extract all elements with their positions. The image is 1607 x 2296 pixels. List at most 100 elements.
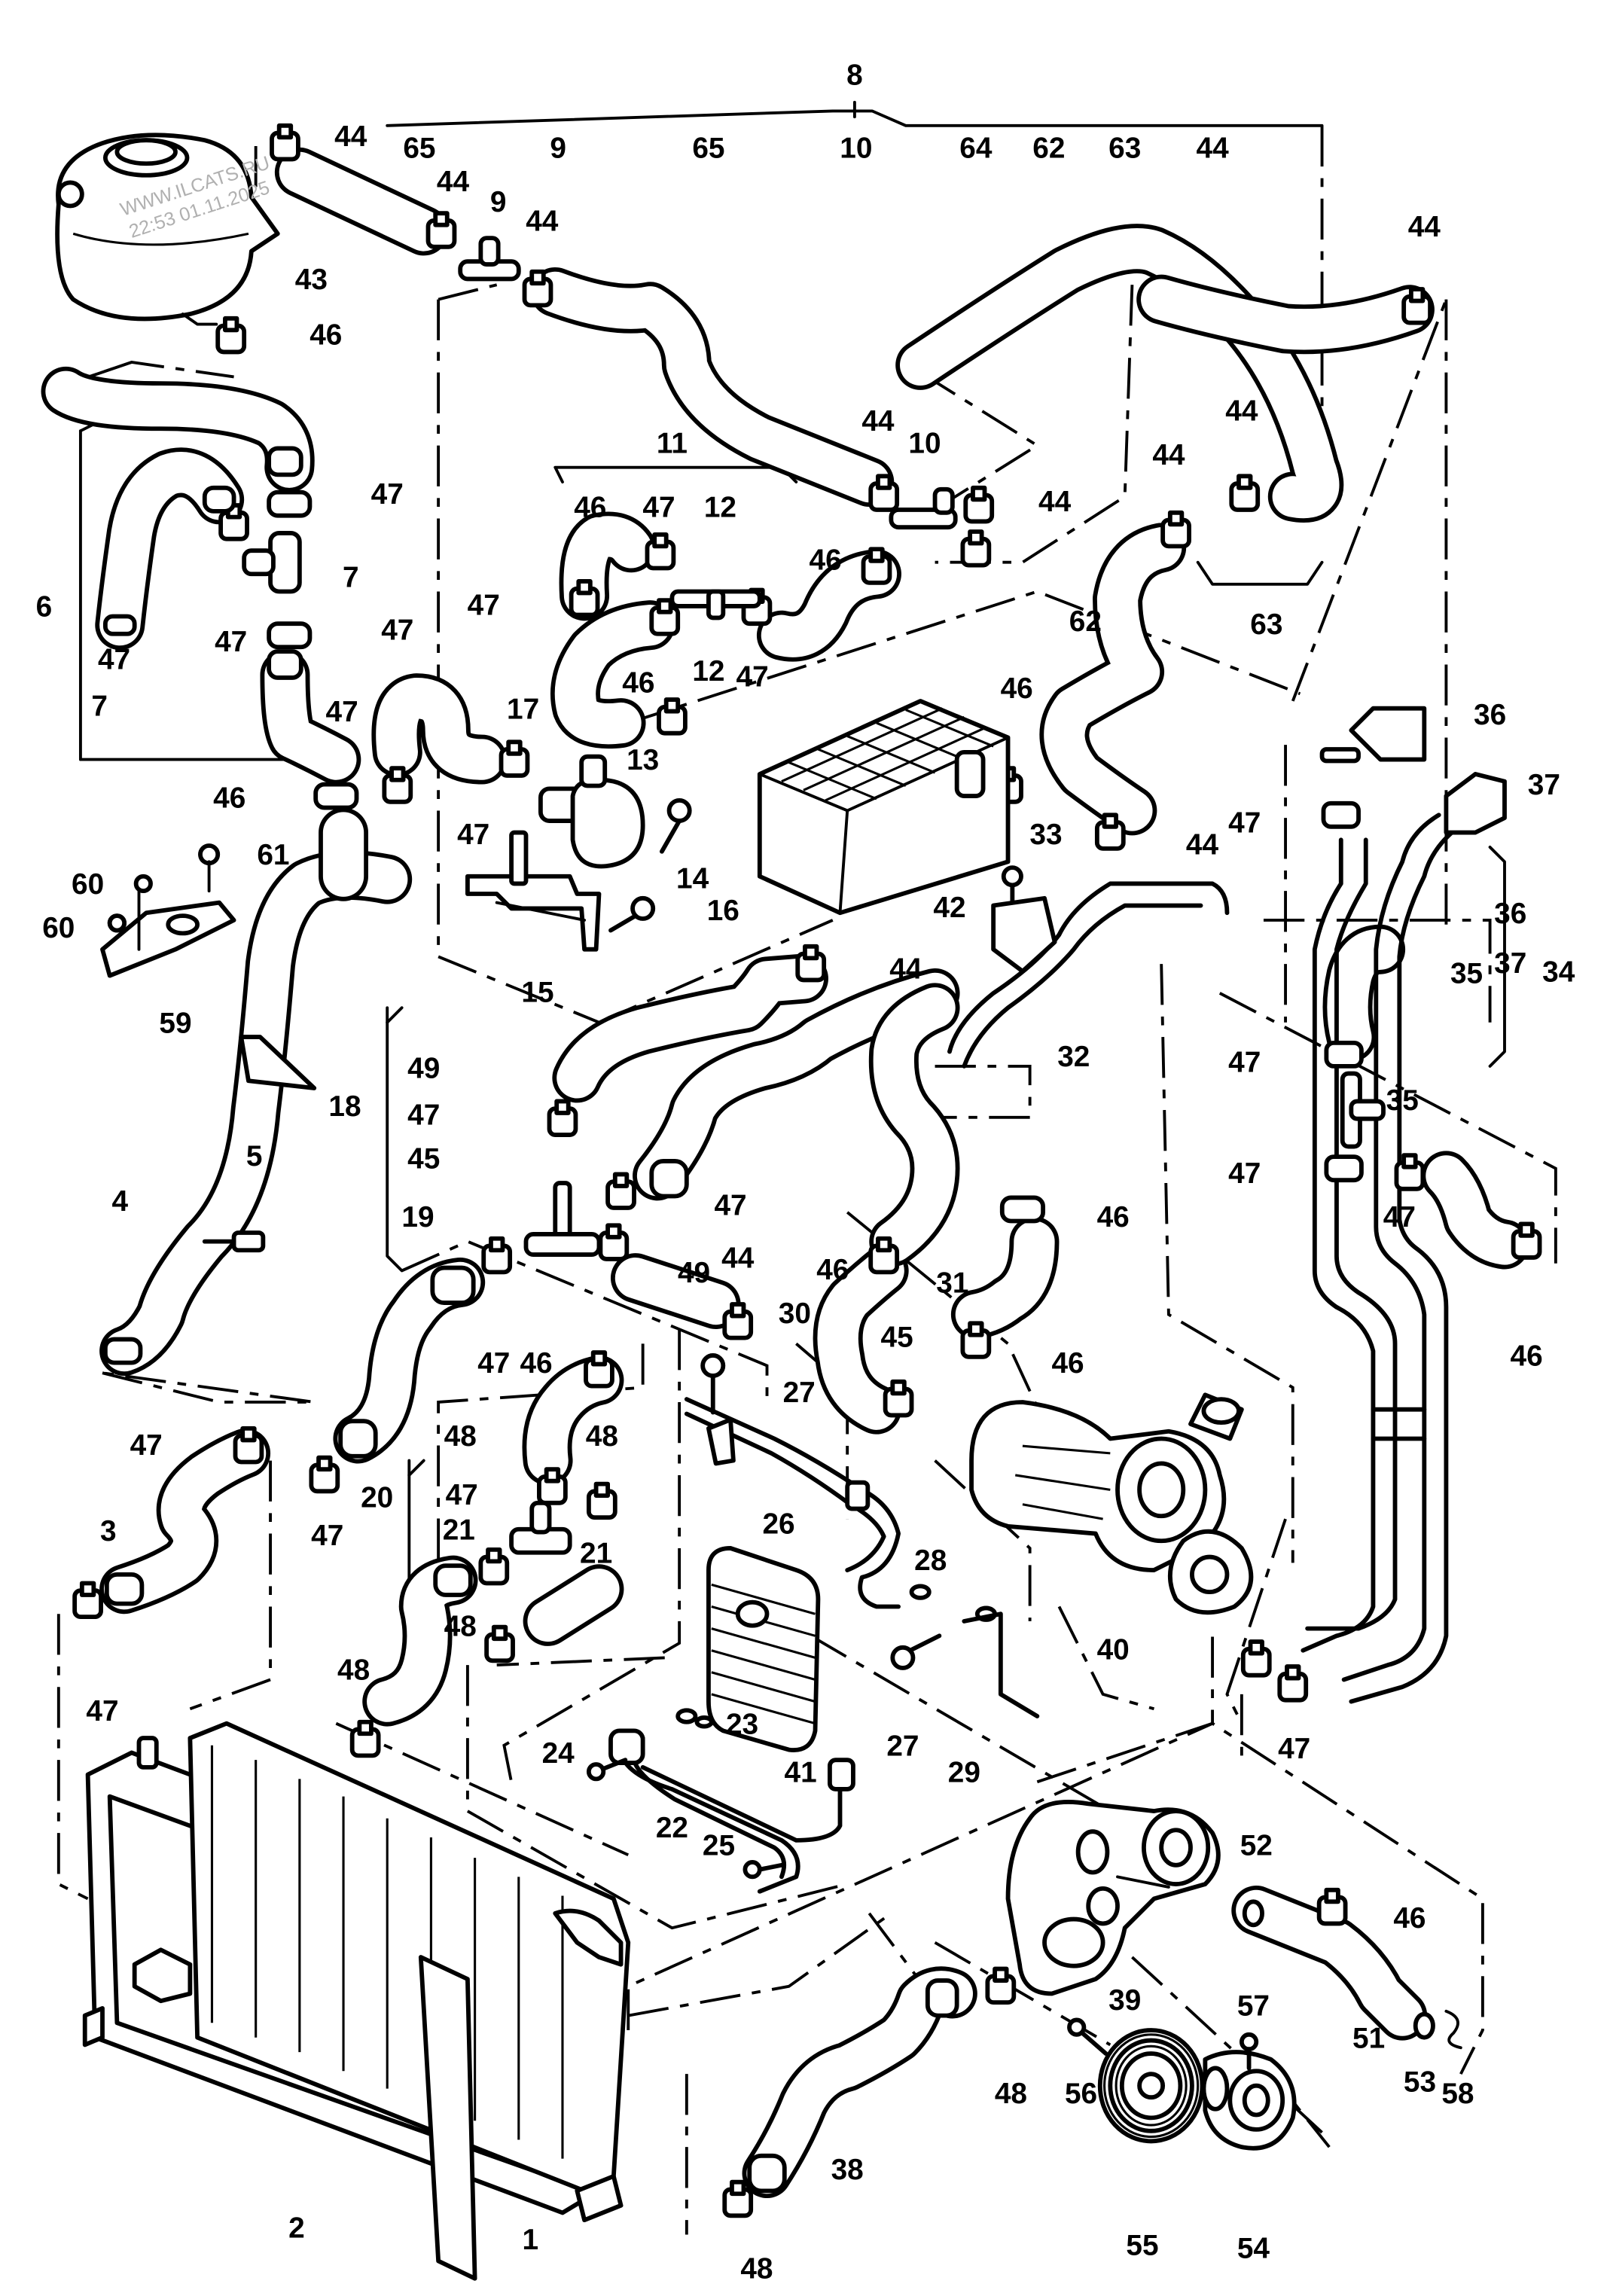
- hoses: [41, 147, 1529, 2199]
- part-callout: 46: [1051, 1347, 1084, 1380]
- part-callout: 41: [785, 1756, 817, 1788]
- clamp: [1394, 1153, 1426, 1191]
- part-callout: 48: [586, 1420, 618, 1453]
- coolant-pipes: [1301, 813, 1463, 1704]
- t-piece: [1340, 1071, 1386, 1149]
- clamp: [1316, 1887, 1348, 1926]
- clamp: [722, 2179, 754, 2218]
- part-callout: 13: [627, 744, 659, 776]
- sleeve: [104, 1572, 145, 1606]
- clamp: [72, 1581, 103, 1620]
- part-callout: 49: [407, 1052, 440, 1084]
- part-callout: 40: [1097, 1633, 1130, 1666]
- part-callout: 46: [520, 1347, 552, 1380]
- part-callout: 37: [1528, 769, 1560, 801]
- part-callout: 44: [526, 205, 559, 237]
- sleeve: [338, 1419, 378, 1459]
- clamp: [722, 1302, 754, 1340]
- part-callout: 34: [1542, 956, 1575, 988]
- clamp: [425, 211, 457, 249]
- part-callout: 48: [337, 1654, 370, 1687]
- oil-line-22: [608, 1728, 855, 1894]
- pipe-29: [962, 1611, 1040, 1718]
- part-callout: 44: [889, 953, 922, 986]
- part-callout: 45: [881, 1321, 913, 1353]
- part-callout: 47: [130, 1429, 163, 1462]
- clamp: [267, 489, 313, 518]
- part-callout: 43: [295, 264, 328, 296]
- ring-52: [1242, 1899, 1264, 1928]
- part-callout: 47: [477, 1347, 510, 1380]
- clamp: [478, 1547, 510, 1586]
- clamp: [309, 1455, 340, 1494]
- clamp: [1511, 1221, 1542, 1260]
- part-callout: 54: [1237, 2233, 1270, 2265]
- turbocharger: [969, 1392, 1254, 1615]
- part-callout: 22: [656, 1812, 688, 1844]
- part-callout: 46: [213, 782, 245, 815]
- part-callout: 35: [1386, 1084, 1419, 1117]
- part-callout: 6: [36, 590, 53, 623]
- part-callout: 31: [936, 1267, 968, 1300]
- clamp: [645, 532, 676, 571]
- part-callout: 29: [948, 1756, 980, 1788]
- part-callout: 49: [678, 1257, 710, 1289]
- clamp: [963, 485, 995, 524]
- bolt-5: [202, 1230, 266, 1253]
- part-callout: 47: [457, 819, 489, 851]
- clamp: [1229, 474, 1261, 512]
- part-callout: 12: [704, 492, 736, 524]
- part-callout: 8: [846, 59, 863, 91]
- part-callout: 42: [933, 892, 965, 924]
- t-piece: [669, 589, 762, 620]
- part-callout: 47: [215, 626, 247, 658]
- part-callout: 47: [371, 478, 404, 511]
- part-callout: 47: [407, 1099, 440, 1131]
- part-callout: 44: [334, 120, 367, 153]
- part-callout: 16: [707, 895, 739, 927]
- part-callout: 46: [310, 319, 342, 352]
- part-callout: 47: [86, 1695, 118, 1727]
- radiator: [82, 1721, 631, 2281]
- clamp: [267, 621, 313, 650]
- part-callout: 27: [886, 1730, 919, 1762]
- part-callout: 44: [437, 166, 470, 198]
- part-callout: 46: [1097, 1201, 1130, 1233]
- clamp: [605, 1172, 636, 1210]
- part-callout: 53: [1404, 2066, 1436, 2098]
- clamp: [999, 1195, 1045, 1224]
- part-callout: 48: [995, 2078, 1027, 2110]
- t-piece: [889, 486, 958, 530]
- clamp: [382, 766, 413, 804]
- part-callout: 3: [100, 1515, 117, 1547]
- clamp: [215, 316, 247, 355]
- clamp: [795, 944, 827, 983]
- part-callout: 64: [959, 132, 993, 164]
- bracket-18: [239, 1035, 317, 1090]
- part-callout: 47: [1228, 807, 1261, 840]
- bolt-14: [659, 797, 692, 854]
- bracket-59: [100, 843, 236, 978]
- clamp: [1321, 800, 1361, 829]
- bolt-57: [1239, 2032, 1259, 2071]
- t-piece: [523, 1181, 602, 1257]
- clamp: [481, 1236, 513, 1275]
- part-callout: 9: [550, 132, 566, 164]
- part-callout: 47: [311, 1520, 343, 1552]
- clamp: [537, 1467, 568, 1505]
- part-callout: 47: [1278, 1733, 1310, 1765]
- bolt-56: [1067, 2017, 1108, 2056]
- part-callout: 18: [328, 1090, 361, 1123]
- water-pump-housing: [1005, 1800, 1221, 1996]
- part-callout: 10: [908, 427, 941, 459]
- part-callout: 48: [444, 1420, 477, 1453]
- part-callout: 60: [72, 868, 104, 901]
- expansion-tank: WWW.ILCATS.RU 22:53 01.11.2025: [55, 133, 280, 326]
- part-callout: 36: [1494, 898, 1526, 930]
- part-callout: 30: [779, 1297, 811, 1330]
- clamp: [1240, 1639, 1272, 1678]
- part-callout: 46: [1393, 1902, 1426, 1935]
- part-callout: 52: [1240, 1829, 1273, 1861]
- water-pump-54: [1201, 2050, 1297, 2151]
- clamp: [349, 1719, 381, 1758]
